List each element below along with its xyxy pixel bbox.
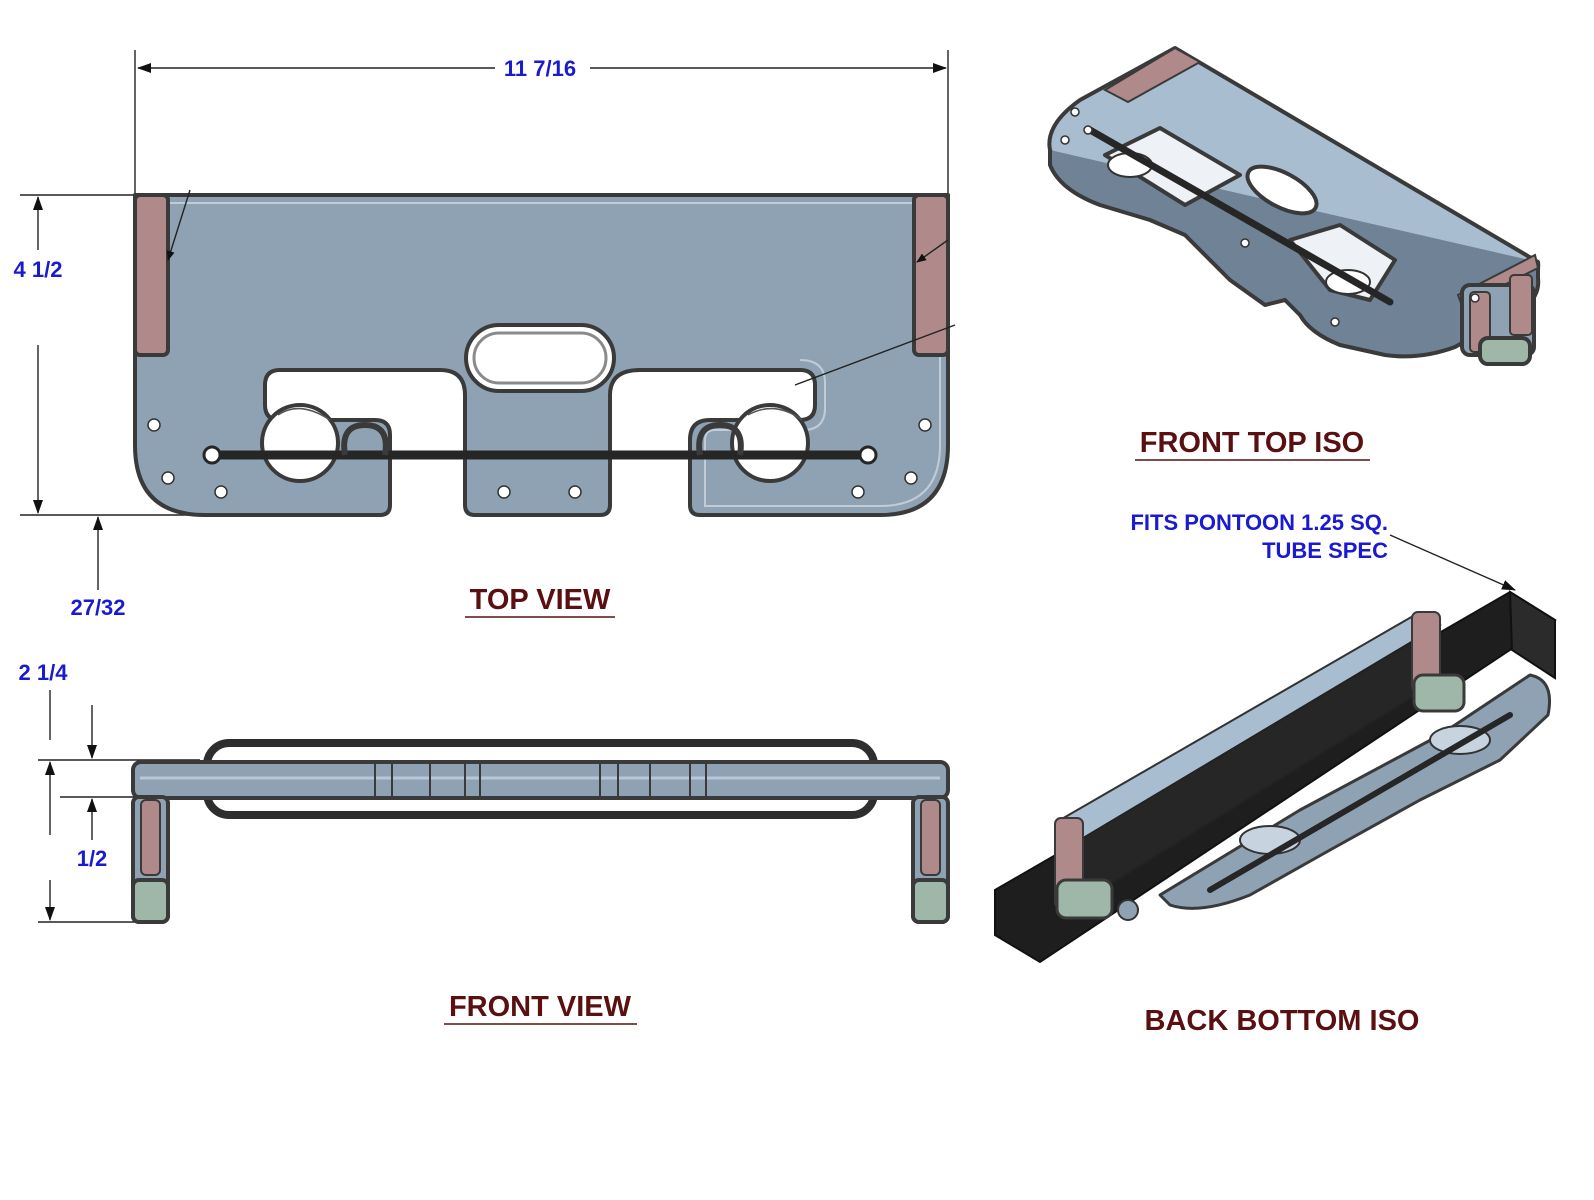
callout-line-1: FITS PONTOON 1.25 SQ. bbox=[1130, 510, 1388, 535]
overall-width-dimension: 11 7/16 bbox=[504, 56, 576, 81]
top-view-title: TOP VIEW bbox=[470, 584, 611, 616]
right-round-hole bbox=[730, 403, 810, 483]
top-view: 11 7/16 4 1/2 27/32 bbox=[14, 50, 956, 620]
left-pad bbox=[133, 193, 170, 357]
offset-dimension: 27/32 bbox=[70, 595, 125, 620]
back-bottom-iso-title: BACK BOTTOM ISO bbox=[1145, 1005, 1420, 1037]
depth-dimension: 4 1/2 bbox=[14, 257, 63, 282]
height-dimension: 2 1/4 bbox=[19, 660, 69, 685]
slot-cutout bbox=[464, 323, 616, 393]
front-top-iso-view: FRONT TOP ISO bbox=[1047, 46, 1541, 461]
front-view-title: FRONT VIEW bbox=[449, 991, 632, 1023]
right-pad bbox=[912, 193, 950, 357]
back-bottom-iso-view: FITS PONTOON 1.25 SQ. TUBE SPEC BACK BOT… bbox=[994, 510, 1557, 1037]
callout-line-2: TUBE SPEC bbox=[1262, 538, 1388, 563]
front-plate-body bbox=[131, 760, 950, 800]
front-top-iso-title: FRONT TOP ISO bbox=[1140, 427, 1365, 459]
left-round-hole bbox=[260, 403, 340, 483]
leg-height-dimension: 1/2 bbox=[77, 846, 108, 871]
front-view: 2 1/4 1/2 FRONT VIEW bbox=[19, 660, 950, 1025]
